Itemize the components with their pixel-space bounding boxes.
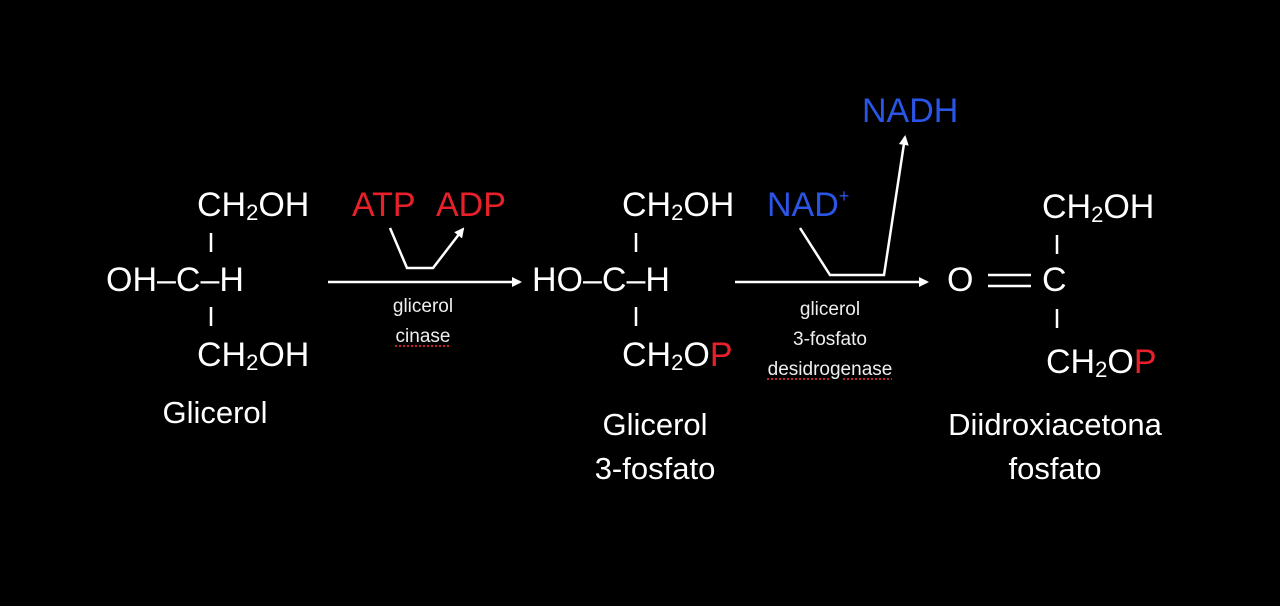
dhap-top-group: CH2OH — [1042, 188, 1155, 227]
enzyme-line: glicerol — [799, 299, 861, 320]
formula-text: CH — [197, 186, 247, 224]
subscript: 2 — [671, 200, 684, 225]
name-line: fosfato — [1008, 451, 1102, 486]
enzyme-line: cinase — [395, 326, 451, 347]
phosphate-label: P — [709, 336, 733, 374]
formula-text: OH — [258, 336, 310, 374]
glicerol-name: Glicerol — [162, 395, 268, 430]
subscript: 2 — [671, 350, 684, 375]
phosphate-label: P — [1133, 343, 1157, 381]
glicerol-top-group: CH2OH — [197, 186, 310, 225]
nad-text: NAD — [767, 186, 839, 224]
atp-label: ATP — [352, 186, 416, 224]
g3p-bottom-group: CH2OP — [622, 336, 733, 375]
formula-text: OH — [258, 186, 310, 224]
subscript: 2 — [246, 350, 259, 375]
name-line: 3-fosfato — [594, 451, 716, 486]
enzyme-line: glicerol — [392, 296, 454, 317]
formula-text: CH — [1042, 188, 1092, 226]
nad-label: NAD+ — [767, 186, 850, 224]
subscript: 2 — [1091, 202, 1104, 227]
g3p-middle: HO–C–H — [532, 261, 670, 299]
subscript: 2 — [246, 200, 259, 225]
formula-text: O — [1107, 343, 1134, 381]
atp-adp-arrow — [388, 227, 465, 270]
nadh-label: NADH — [862, 92, 959, 130]
name-line: Diidroxiacetona — [948, 407, 1162, 442]
formula-text: O — [683, 336, 710, 374]
g3p-top-group: CH2OH — [622, 186, 735, 225]
adp-label: ADP — [436, 186, 506, 224]
g3p-name: Glicerol 3-fosfato — [555, 403, 755, 491]
formula-text: OH — [683, 186, 735, 224]
enzyme-line: desidrogenase — [767, 359, 893, 380]
formula-text: CH — [622, 336, 672, 374]
dhap-carbon: C — [1042, 261, 1067, 299]
enzyme-line: 3-fosfato — [793, 329, 867, 350]
formula-text: CH — [622, 186, 672, 224]
dhap-oxygen: O — [947, 261, 974, 299]
glicerol-bottom-group: CH2OH — [197, 336, 310, 375]
formula-text: OH — [1103, 188, 1155, 226]
dhap-bottom-group: CH2OP — [1046, 343, 1157, 382]
enzyme-2-label: glicerol 3-fosfato desidrogenase — [730, 295, 930, 385]
dhap-name: Diidroxiacetona fosfato — [925, 403, 1185, 491]
enzyme-1-label: glicerol cinase — [343, 292, 503, 352]
formula-text: CH — [197, 336, 247, 374]
nad-nadh-arrow — [798, 135, 909, 277]
formula-text: CH — [1046, 343, 1096, 381]
name-line: Glicerol — [602, 407, 708, 442]
superscript: + — [838, 186, 850, 206]
subscript: 2 — [1095, 357, 1108, 382]
glicerol-middle: OH–C–H — [106, 261, 244, 299]
